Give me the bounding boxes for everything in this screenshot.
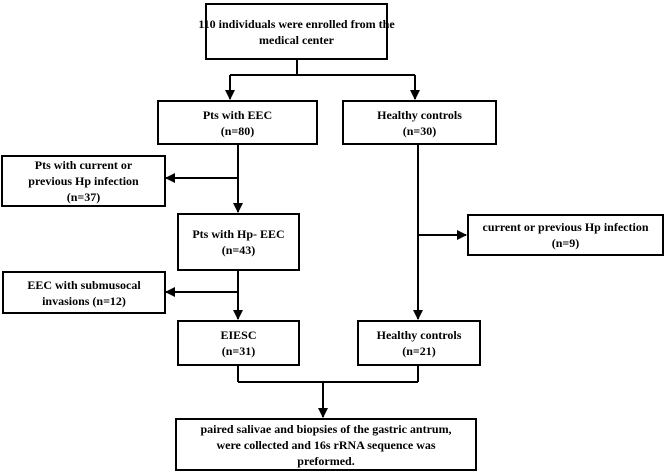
controls-hp-excluded-line-2: (n=9) — [551, 236, 580, 250]
eiesc-box: EIESC (n=31) — [177, 320, 300, 366]
hp-infection-excluded-line-2: previous Hp infection — [28, 174, 139, 188]
enrolled-box: 110 individuals were enrolled from the m… — [198, 3, 395, 60]
healthy-controls-final-line-1: Healthy controls — [376, 328, 462, 342]
healthy-controls-final-line-2: (n=21) — [402, 344, 436, 358]
samples-line-3: preformed. — [297, 453, 355, 468]
pts-hp-neg-eec-line-2: (n=43) — [221, 243, 256, 257]
submucosal-excluded-line-1: EEC with submusocal — [27, 277, 141, 292]
pts-eec-box: Pts with EEC (n=80) — [157, 100, 318, 145]
pts-eec-line-1: Pts with EEC — [202, 107, 273, 122]
samples-box: paired salivae and biopsies of the gastr… — [175, 418, 477, 471]
eiesc-line-1: EIESC — [220, 328, 257, 342]
hp-infection-excluded-line-1: Pts with current or — [34, 158, 133, 172]
submucosal-excluded-box: EEC with submusocal invasions (n=12) — [2, 271, 166, 314]
samples-line-1: paired salivae and biopsies of the gastr… — [200, 421, 452, 436]
pts-hp-neg-eec-box: Pts with Hp- EEC (n=43) — [177, 213, 300, 271]
samples-line-2: were collected and 16s rRNA sequence was — [216, 437, 436, 452]
enrolled-line-1: 110 individuals were enrolled from the — [198, 16, 395, 31]
hp-infection-excluded-line-3: (n=37) — [66, 190, 101, 204]
eiesc-line-2: (n=31) — [221, 344, 256, 358]
pts-eec-line-2: (n=80) — [220, 123, 255, 138]
healthy-controls-initial-line-2: (n=30) — [402, 123, 437, 138]
pts-hp-neg-eec-line-1: Pts with Hp- EEC — [192, 227, 285, 241]
controls-hp-excluded-line-1: current or previous Hp infection — [482, 220, 649, 234]
healthy-controls-initial-line-1: Healthy controls — [377, 107, 462, 122]
submucosal-excluded-line-2: invasions (n=12) — [42, 293, 126, 308]
hp-infection-excluded-box: Pts with current or previous Hp infectio… — [1, 155, 166, 207]
enrolled-line-2: medical center — [259, 32, 334, 47]
healthy-controls-final-box: Healthy controls (n=21) — [357, 320, 481, 366]
controls-hp-excluded-box: current or previous Hp infection (n=9) — [467, 214, 664, 256]
healthy-controls-initial-box: Healthy controls (n=30) — [342, 100, 497, 145]
